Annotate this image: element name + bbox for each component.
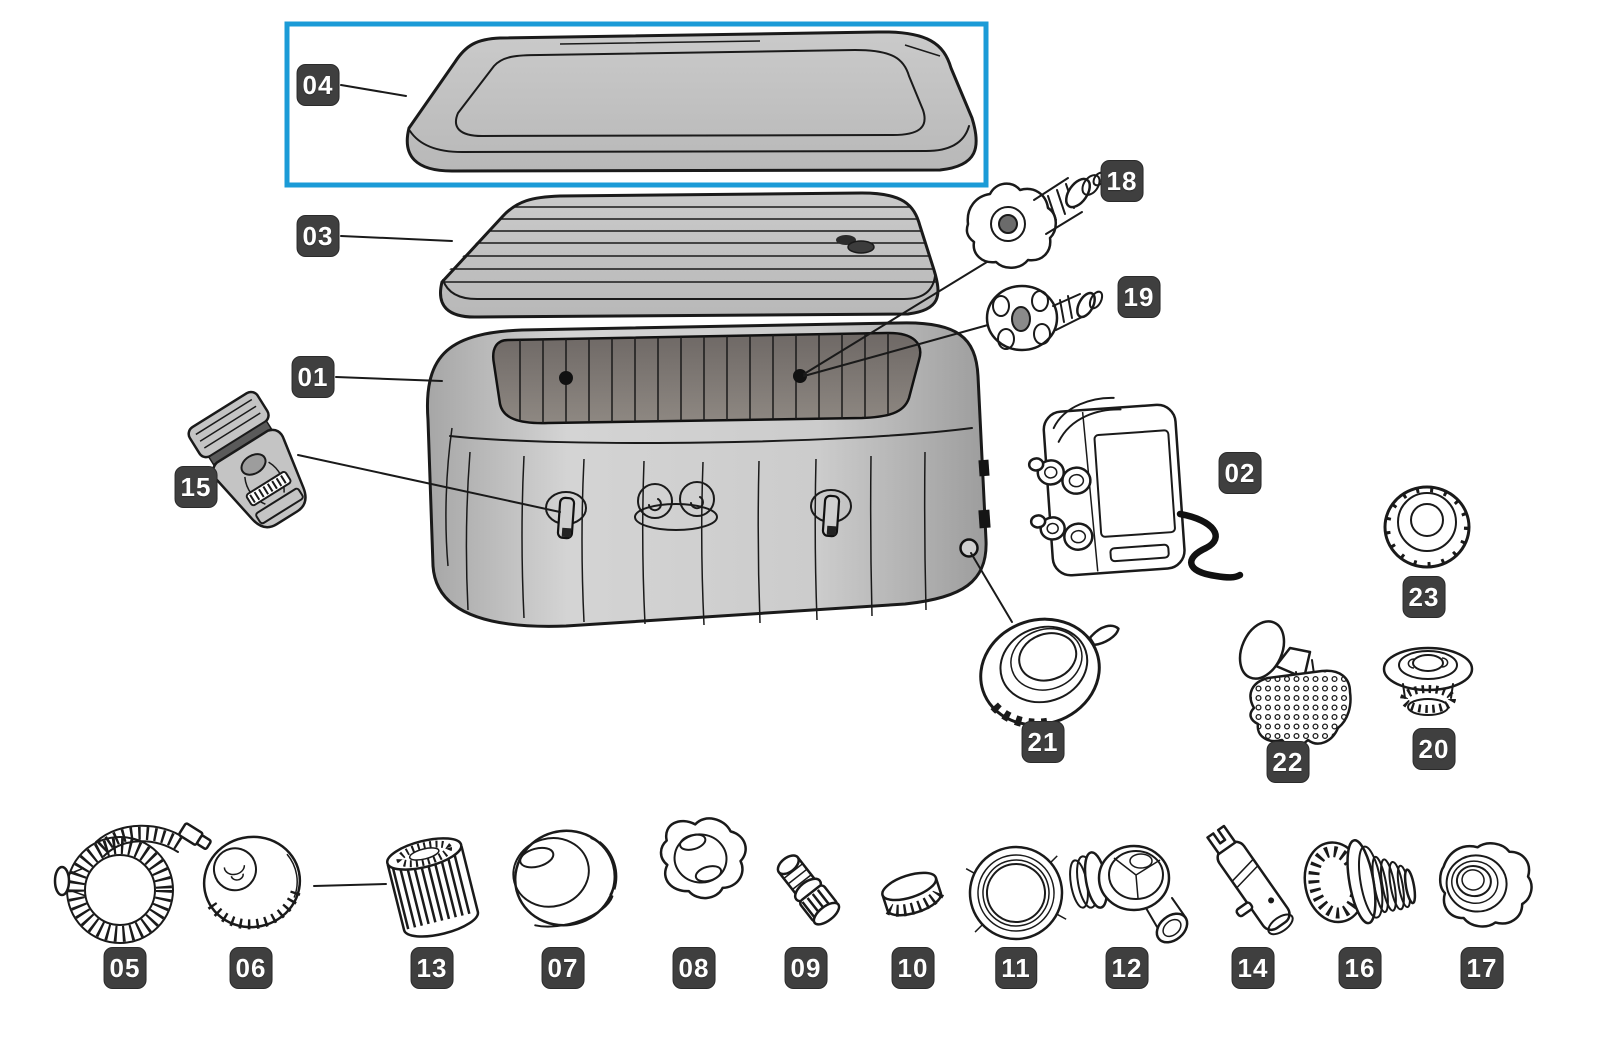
part-label-07[interactable]: 07 [541,947,585,989]
part-12-elbow-valve-drawing [1069,844,1189,944]
part-label-21[interactable]: 21 [1021,721,1065,763]
part-08-valve-cap-drawing [659,817,747,900]
pump-connector-port [978,459,990,477]
part-label-18[interactable]: 18 [1100,160,1144,202]
part-09-hose-adapter-drawing [776,854,841,926]
part-07-screw-cap-drawing [512,829,618,928]
part-19-valve-flange-drawing [985,284,1104,352]
strap-loop-left [545,491,587,540]
part-23-round-cap-drawing [1383,485,1471,569]
part-label-13[interactable]: 13 [410,947,454,989]
part-label-22[interactable]: 22 [1266,741,1310,783]
leader-lines [297,84,1013,887]
part-label-05[interactable]: 05 [103,947,147,989]
part-label-01[interactable]: 01 [291,356,335,398]
part-label-19[interactable]: 19 [1117,276,1161,318]
jet-hole-icon [559,371,573,385]
jet-hole-icon [793,369,807,383]
part-label-16[interactable]: 16 [1338,947,1382,989]
part-13-filter-cartridge-drawing [386,837,480,938]
part-label-10[interactable]: 10 [891,947,935,989]
part-label-17[interactable]: 17 [1460,947,1504,989]
part-05-coiled-hose-drawing [53,822,212,944]
part-label-09[interactable]: 09 [784,947,828,989]
part-label-06[interactable]: 06 [229,947,273,989]
part-10-small-cap-drawing [881,871,945,917]
pump-connector-port [978,509,991,529]
part-label-11[interactable]: 11 [995,947,1037,989]
part-label-14[interactable]: 14 [1231,947,1275,989]
part-03-inflatable-bladder-drawing [439,191,940,319]
part-22-suction-pad-drawing [1238,620,1352,748]
part-14-valve-tool-drawing [1206,824,1294,936]
part-21-locking-ring-drawing [979,617,1120,729]
part-02-pump-unit-drawing [1027,396,1244,581]
part-16-threaded-fitting-drawing [1303,839,1417,925]
strap-loop-right [810,489,852,538]
part-04-spa-cover-lid-drawing [405,30,978,173]
part-17-lock-nut-drawing [1438,842,1533,928]
part-label-23[interactable]: 23 [1402,576,1446,618]
part-label-02[interactable]: 02 [1218,452,1262,494]
part-11-ring-nut-drawing [965,845,1067,941]
part-label-20[interactable]: 20 [1412,728,1456,770]
drain-outlet [959,538,979,558]
part-20-grommet-fitting-drawing [1382,646,1474,716]
part-01-spa-tub-drawing [425,321,991,628]
part-label-15[interactable]: 15 [174,466,218,508]
carry-handle-center [634,481,718,531]
part-06-filter-cap-drawing [202,835,302,930]
part-label-03[interactable]: 03 [296,215,340,257]
part-15-strap-buckle-drawing [187,390,307,529]
part-label-12[interactable]: 12 [1105,947,1149,989]
tub-opening [492,331,922,425]
part-label-08[interactable]: 08 [672,947,716,989]
power-cable [1176,510,1244,581]
part-label-04[interactable]: 04 [296,64,340,106]
selected-part-highlight-box [284,21,989,188]
